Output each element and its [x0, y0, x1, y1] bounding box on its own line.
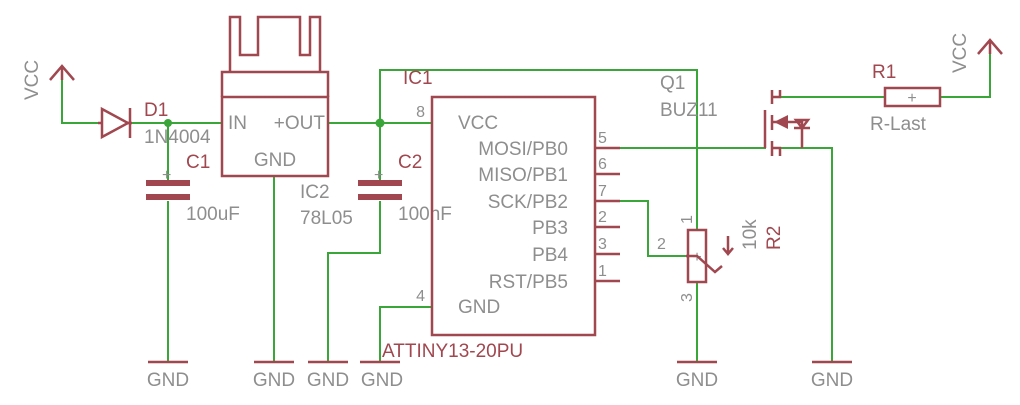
ic1-pin-pb1-number: 6 [598, 156, 607, 173]
capacitor-c2: + C2 100nF [358, 152, 452, 225]
ic1-pin-gnd-number: 4 [416, 288, 425, 305]
ic1-pin-pb2-number: 7 [598, 183, 607, 200]
ic1-pin-pb5-label: RST/PB5 [489, 272, 568, 293]
c1-name: C1 [186, 152, 210, 173]
ic2-name: IC2 [300, 182, 330, 203]
ic1-value: ATTINY13-20PU [382, 341, 523, 362]
ic1-pin-pb4-label: PB4 [532, 245, 568, 266]
r1-value: R-Last [870, 114, 927, 135]
r2-pin1: 1 [679, 215, 696, 224]
junction-d1-c1 [164, 119, 172, 127]
r2-pin2: 2 [657, 236, 666, 253]
ic1-pin-pb3-number: 2 [598, 209, 607, 226]
ic1-pin-pb2-label: SCK/PB2 [488, 192, 568, 213]
ic1-pin-gnd: 4 GND [416, 288, 500, 318]
wire-pb2-to-r2-wiper [594, 200, 687, 257]
mosfet-q1: Q1 BUZ11 [660, 73, 811, 156]
gnd-c1-label: GND [147, 370, 189, 391]
wire-r1-to-vcc [939, 47, 991, 98]
d1-value: 1N4004 [144, 127, 211, 148]
ic1-pin-pb4: PB4 3 [532, 236, 607, 266]
gnd-ic1-label: GND [361, 370, 403, 391]
junction-5v-node [375, 118, 385, 128]
gnd-ic1-symbol: GND [360, 360, 403, 391]
ic2-pin-gnd: GND [254, 150, 296, 171]
ic1-pin-pb1: MISO/PB1 6 [478, 156, 607, 186]
gnd-q1-symbol: GND [811, 360, 853, 391]
wire-ic1-gnd [379, 306, 433, 363]
r2-pin3: 3 [679, 293, 696, 302]
vcc-right-label: VCC [950, 33, 971, 73]
diode-d1: D1 1N4004 [98, 100, 211, 148]
ic1-pin-pb0: MOSI/PB0 5 [478, 130, 607, 160]
ic1-pin-gnd-label: GND [458, 297, 500, 318]
ic1-pin-pb3: PB3 2 [532, 209, 607, 239]
ic1-pin-pb1-label: MISO/PB1 [478, 165, 568, 186]
wires [61, 47, 991, 363]
ic1-pin-pb2: SCK/PB2 7 [488, 183, 607, 213]
wire-vcc-to-d1 [61, 79, 99, 124]
ic1-pin-pb0-number: 5 [598, 130, 607, 147]
wire-5v-to-r2 [379, 69, 698, 231]
regulator-ic2: IN +OUT GND IC2 78L05 [220, 15, 353, 229]
mcu-ic1: IC1 ATTINY13-20PU 8 VCC 4 GND MOSI/PB0 5… [382, 68, 620, 362]
c2-name: C2 [398, 152, 422, 173]
capacitor-c1: + C1 100uF [146, 152, 240, 225]
gnd-c2-label: GND [307, 370, 349, 391]
wire-c2-bottom [327, 201, 381, 363]
gnd-c2-symbol: GND [307, 360, 349, 391]
q1-name: Q1 [660, 73, 685, 94]
gnd-ic2-label: GND [253, 370, 295, 391]
ic2-pin-out: +OUT [274, 113, 326, 134]
r2-value: 10k [740, 219, 761, 250]
ic1-pin-vcc-number: 8 [416, 104, 425, 121]
ic1-pin-pb0-label: MOSI/PB0 [478, 139, 568, 160]
gnd-c1-symbol: GND [147, 360, 189, 391]
ic2-value: 78L05 [300, 208, 353, 229]
gnd-r2-symbol: GND [676, 360, 718, 391]
ic2-pin-in: IN [228, 113, 247, 134]
c2-plus: + [374, 167, 383, 184]
r1-name: R1 [872, 62, 896, 83]
c2-value: 100nF [398, 204, 452, 225]
resistor-r1: + R1 R-Last [870, 62, 942, 135]
vcc-left-label: VCC [22, 60, 43, 100]
r1-plus: + [907, 90, 916, 107]
c1-plus: + [162, 167, 171, 184]
q1-value: BUZ11 [660, 100, 718, 121]
gnd-q1-label: GND [811, 370, 853, 391]
ic1-pin-pb3-label: PB3 [532, 218, 568, 239]
vcc-left-symbol: VCC [22, 60, 75, 100]
ic1-pin-pb5: RST/PB5 1 [489, 263, 607, 293]
potentiometer-r2: + 1 2 3 10k R2 [657, 215, 785, 302]
d1-name: D1 [144, 100, 168, 121]
wire-q1-source-gnd [779, 147, 833, 363]
c1-value: 100uF [186, 204, 240, 225]
gnd-ic2-symbol: GND [253, 360, 295, 391]
ic1-name: IC1 [403, 68, 433, 89]
ic1-pin-vcc-label: VCC [458, 113, 498, 134]
ic1-pin-pb5-number: 1 [598, 263, 607, 280]
vcc-right-symbol: VCC [950, 33, 1003, 73]
r2-name: R2 [764, 226, 785, 250]
gnd-r2-label: GND [676, 370, 718, 391]
ic1-pin-vcc: 8 VCC [416, 104, 498, 134]
ic1-pin-pb4-number: 3 [598, 236, 607, 253]
